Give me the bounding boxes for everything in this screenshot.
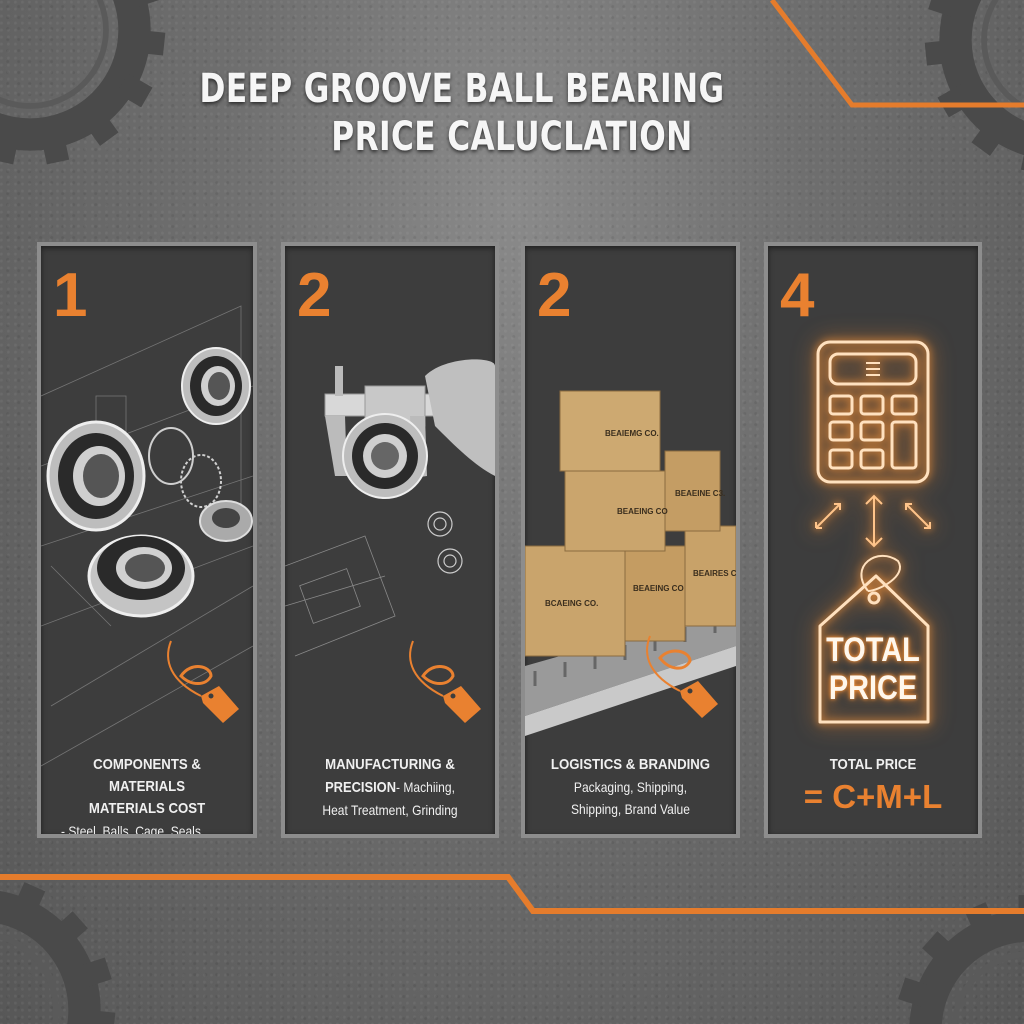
- gear-icon: [0, 875, 115, 1024]
- caption-heading: TOTAL PRICE: [829, 756, 917, 773]
- price-tag-icon: [409, 640, 481, 723]
- svg-text:BEAIRES CO.: BEAIRES CO.: [693, 569, 736, 578]
- panel-caption: LOGISTICS & BRANDING Packaging, Shipping…: [525, 754, 736, 820]
- arrows-icon: [815, 494, 931, 548]
- panel-logistics-branding: BEAIEMG CO. BEAEING CO BEAEINE C3. BCAEI…: [521, 242, 740, 838]
- price-tag-icon: [167, 640, 239, 723]
- tag-label-line1: TOTAL: [826, 631, 920, 669]
- bearing-cage-icon: [148, 427, 222, 508]
- exploded-bearings-illustration: [41, 305, 253, 767]
- gear-icon: [427, 511, 463, 574]
- bearing-icon: [342, 413, 428, 499]
- caption-body: Heat Treatment, Grinding: [322, 802, 458, 818]
- panel-caption: MANUFACTURING & PRECISION- Machiing, Hea…: [285, 754, 495, 821]
- panel-caption: COMPONENTS & MATERIALS MATERIALS COST - …: [41, 754, 253, 838]
- bearing-icon: [46, 420, 146, 532]
- calculator-icon: [816, 340, 930, 484]
- box-icons: [525, 390, 736, 657]
- gear-icon: [925, 0, 1024, 174]
- svg-text:BEAEING CO: BEAEING CO: [633, 584, 684, 593]
- caption-body: - Steel, Balls, Cage, Seals,: [60, 823, 205, 838]
- svg-text:BCAEING CO.: BCAEING CO.: [545, 599, 598, 608]
- price-tag-icon: [646, 635, 718, 718]
- step-number: 1: [53, 261, 88, 330]
- gear-icon: [895, 895, 1024, 1024]
- bearing-icon: [87, 534, 195, 618]
- caption-subheading: MATERIALS COST: [88, 800, 206, 817]
- caption-heading: MANUFACTURING &: [325, 756, 455, 773]
- step-number: 2: [297, 261, 332, 330]
- price-formula: = C+M+L: [803, 778, 943, 815]
- caption-body-inline: - Machiing,: [396, 779, 455, 795]
- orange-accent-line-bottom: [0, 874, 1024, 914]
- caliper-bearing-illustration: [285, 359, 495, 723]
- neon-calculator-illustration: [815, 340, 931, 724]
- box-labels: BEAIEMG CO. BEAEING CO BEAEINE C3. BCAEI…: [545, 429, 736, 608]
- caption-heading: COMPONENTS & MATERIALS: [93, 756, 201, 795]
- panel-components-materials: 1 COMPONENTS & MATERIALS MATERIALS COST …: [37, 242, 257, 838]
- hand-icon: [425, 359, 495, 476]
- step-number: 4: [780, 261, 815, 330]
- bearing-icon: [181, 347, 251, 425]
- svg-text:BEAEING CO: BEAEING CO: [617, 507, 668, 516]
- total-price-tag-icon: [818, 554, 930, 724]
- tag-label-line2: PRICE: [828, 669, 918, 707]
- caption-body-line1: Packaging, Shipping,: [573, 779, 688, 795]
- svg-text:BEAIEMG CO.: BEAIEMG CO.: [605, 429, 659, 438]
- caption-body-line2: Shipping, Brand Value: [571, 801, 690, 817]
- caption-subheading: PRECISION: [325, 779, 397, 796]
- boxes-conveyor-illustration: BEAIEMG CO. BEAEING CO BEAEINE C3. BCAEI…: [525, 390, 736, 736]
- step-number: 2: [537, 261, 572, 330]
- page-title-line2: PRICE CALUCLATION: [331, 114, 693, 160]
- page-title-line1: DEEP GROOVE BALL BEARING: [199, 66, 725, 112]
- panel-total-price: TOTAL PRICE 4 TOTAL PRICE = C+M+L: [764, 242, 982, 838]
- bearing-icon: [199, 500, 253, 542]
- panel-manufacturing-precision: 2 MANUFACTURING & PRECISION- Machiing, H…: [281, 242, 499, 838]
- panel-caption: TOTAL PRICE = C+M+L: [768, 754, 978, 815]
- svg-text:BEAEINE C3.: BEAEINE C3.: [675, 489, 725, 498]
- blueprint-sketch: [285, 535, 396, 657]
- caption-heading: LOGISTICS & BRANDING: [550, 756, 711, 773]
